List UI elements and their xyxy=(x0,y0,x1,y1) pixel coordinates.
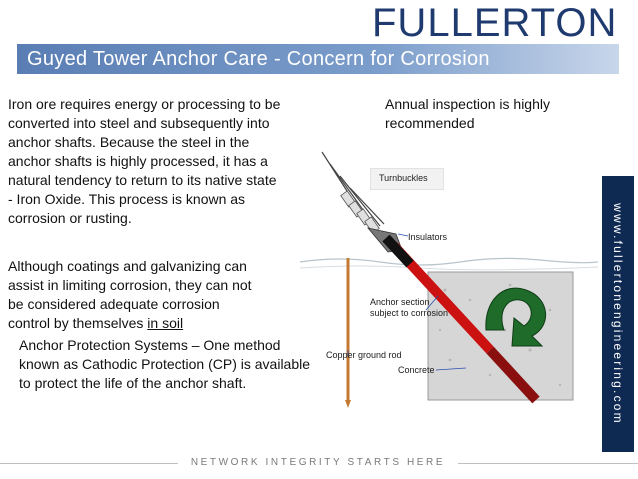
text-line: assist in limiting corrosion, they can n… xyxy=(8,277,252,293)
side-url-bar xyxy=(602,176,634,452)
turnbuckle-wires xyxy=(321,151,385,231)
underlined-text: in soil xyxy=(147,315,184,331)
text-line: to protect the life of the anchor shaft. xyxy=(19,375,247,391)
paragraph-coatings: Although coatings and galvanizing can as… xyxy=(8,257,298,333)
corrosion-arrow xyxy=(485,287,547,347)
turnbuckles xyxy=(340,190,380,234)
anchor-section-label: Anchor section xyxy=(370,297,430,307)
turnbuckles-label-box: Turnbuckles xyxy=(370,168,444,190)
concrete-block xyxy=(427,271,574,401)
anchor-section-leader xyxy=(425,295,439,311)
text-line: natural tendency to return to its native… xyxy=(8,172,277,188)
concrete-texture xyxy=(438,283,562,387)
website-url[interactable]: www.fullertonengineering.com xyxy=(611,203,625,425)
text-line: anchor shafts is highly processed, it ha… xyxy=(8,153,268,169)
text-fragment: control by themselves xyxy=(8,315,148,331)
text-line: Iron ore requires energy or processing t… xyxy=(8,96,281,112)
insulators-label: Insulators xyxy=(408,232,448,242)
text-line: control by themselves in soil xyxy=(8,314,298,333)
slide-title: Guyed Tower Anchor Care - Concern for Co… xyxy=(27,48,490,70)
paragraph-inspection: Annual inspection is highly recommended xyxy=(385,95,585,133)
ground-rod-label: Copper ground rod xyxy=(326,350,402,360)
anchor-shaft-black xyxy=(382,234,414,268)
anchor-subject-label: subject to corrosion xyxy=(370,308,448,318)
text-line: recommended xyxy=(385,115,475,131)
turnbuckles-label: Turnbuckles xyxy=(379,173,428,183)
ground-line xyxy=(300,257,598,266)
text-line: be considered adequate corrosion xyxy=(8,296,220,312)
insulators-leader xyxy=(397,233,409,237)
text-line: Annual inspection is highly xyxy=(385,96,550,112)
text-line: anchor shafts. Because the steel in the xyxy=(8,134,250,150)
concrete-leader xyxy=(435,367,467,371)
paragraph-iron-ore: Iron ore requires energy or processing t… xyxy=(8,95,323,228)
anchor-diagram: Insulators Anchor section subject to cor… xyxy=(300,151,598,408)
anchor-shaft-buried xyxy=(486,346,540,404)
paragraph-protection-systems: Anchor Protection Systems – One method k… xyxy=(19,336,319,393)
text-line: - Iron Oxide. This process is known as xyxy=(8,191,246,207)
text-line: known as Cathodic Protection (CP) is ava… xyxy=(19,356,311,372)
concrete-label: Concrete xyxy=(398,365,435,375)
footer-divider-right xyxy=(458,463,638,464)
title-bar: Guyed Tower Anchor Care - Concern for Co… xyxy=(17,44,619,74)
text-line: corrosion or rusting. xyxy=(8,210,132,226)
footer-divider-left xyxy=(0,463,178,464)
company-logo: FULLERTON xyxy=(372,1,618,45)
ground-line-faint xyxy=(300,265,598,271)
footer-tagline: NETWORK INTEGRITY STARTS HERE xyxy=(190,457,446,468)
text-line: converted into steel and subsequently in… xyxy=(8,115,270,131)
text-line: Although coatings and galvanizing can xyxy=(8,258,247,274)
text-line: Anchor Protection Systems – One method xyxy=(19,337,281,353)
ground-rod-tip xyxy=(345,400,351,408)
